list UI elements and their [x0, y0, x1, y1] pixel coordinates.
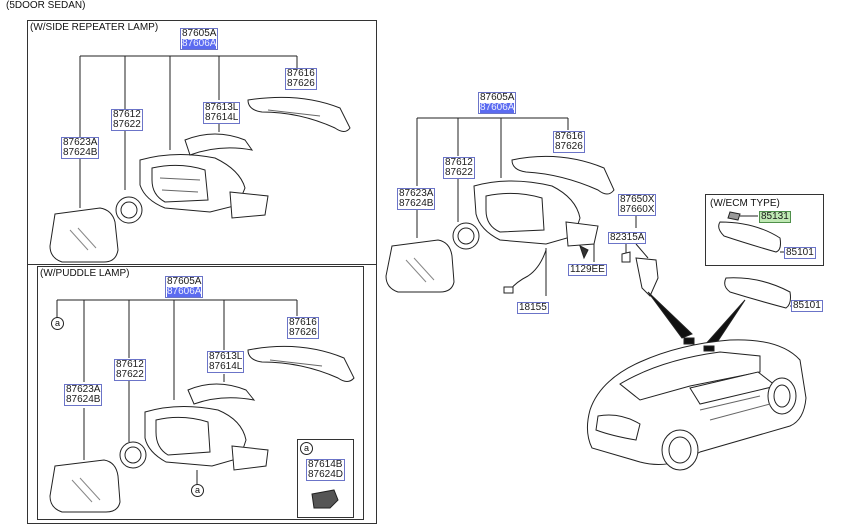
- part-87650x[interactable]: 87650X 87660X: [618, 194, 657, 216]
- part-number: 18155: [519, 302, 547, 313]
- part-87623a-sr[interactable]: 87623A 87624B: [61, 137, 100, 159]
- part-number: 87626: [289, 327, 317, 338]
- ecm-box: [705, 194, 824, 266]
- part-87605a-sr[interactable]: 87605A 87606A: [180, 28, 219, 50]
- part-number: 87605A: [480, 92, 515, 103]
- part-number: 87623A: [63, 137, 98, 148]
- part-number: 87623A: [399, 188, 434, 199]
- part-82315a[interactable]: 82315A: [608, 232, 647, 244]
- part-number: 87612: [445, 157, 473, 168]
- part-number: 1129EE: [570, 264, 605, 275]
- part-number: 87605A: [167, 276, 202, 287]
- part-87616-sr[interactable]: 87616 87626: [285, 68, 317, 90]
- part-number: 87612: [113, 109, 141, 120]
- part-87605a-pl[interactable]: 87605A 87606A: [165, 276, 204, 298]
- part-number: 87622: [445, 167, 473, 178]
- part-number: 87614B: [308, 459, 343, 470]
- side-repeater-title: (W/SIDE REPEATER LAMP): [30, 22, 159, 33]
- part-number: 87624B: [66, 394, 101, 405]
- part-87614b[interactable]: 87614B 87624D: [306, 459, 346, 481]
- part-number: 87622: [116, 369, 144, 380]
- part-number: 87624D: [308, 469, 344, 480]
- part-number-highlighted: 87606A: [167, 286, 202, 297]
- puddle-lamp-box: [37, 266, 364, 520]
- part-number: 85101: [793, 300, 821, 311]
- part-85101-main[interactable]: 85101: [791, 300, 823, 312]
- part-number: 87614L: [205, 112, 239, 123]
- variant-label: (5DOOR SEDAN): [6, 0, 86, 11]
- side-repeater-box: [27, 20, 377, 265]
- part-85101-ecm[interactable]: 85101: [784, 247, 816, 259]
- part-85131[interactable]: 85131: [759, 211, 791, 223]
- part-87616-main[interactable]: 87616 87626: [553, 131, 585, 153]
- part-number: 87650X: [620, 194, 655, 205]
- part-87613l-pl[interactable]: 87613L 87614L: [207, 351, 245, 373]
- part-number: 87622: [113, 119, 141, 130]
- part-number: 87624B: [63, 147, 98, 158]
- part-number: 82315A: [610, 232, 645, 243]
- part-number: 87616: [555, 131, 583, 142]
- part-87612-main[interactable]: 87612 87622: [443, 157, 475, 179]
- part-number-highlighted: 87606A: [480, 102, 515, 113]
- ecm-title: (W/ECM TYPE): [710, 198, 780, 209]
- puddle-lamp-title: (W/PUDDLE LAMP): [40, 268, 130, 279]
- part-87612-sr[interactable]: 87612 87622: [111, 109, 143, 131]
- part-number-highlighted: 87606A: [182, 38, 217, 49]
- page-header: (5DOOR SEDAN): [6, 0, 85, 11]
- part-number: 87626: [555, 141, 583, 152]
- part-number: 87612: [116, 359, 144, 370]
- part-87623a-main[interactable]: 87623A 87624B: [397, 188, 436, 210]
- part-87616-pl[interactable]: 87616 87626: [287, 317, 319, 339]
- part-18155[interactable]: 18155: [517, 302, 549, 314]
- part-87623a-pl[interactable]: 87623A 87624B: [64, 384, 103, 406]
- part-87612-pl[interactable]: 87612 87622: [114, 359, 146, 381]
- part-number: 87616: [289, 317, 317, 328]
- part-number: 87623A: [66, 384, 101, 395]
- part-87605a-main[interactable]: 87605A 87606A: [478, 92, 517, 114]
- part-87613l-sr[interactable]: 87613L 87614L: [203, 102, 241, 124]
- part-number: 87613L: [205, 102, 239, 113]
- part-number: 85131: [761, 211, 789, 222]
- detail-inset-box: [297, 439, 354, 518]
- puddle-lamp-outer: [27, 263, 377, 524]
- part-number: 87624B: [399, 198, 434, 209]
- part-number: 85101: [786, 247, 814, 258]
- ref-marker-a-detail: a: [300, 442, 313, 455]
- ref-marker-a-top[interactable]: a: [51, 317, 64, 330]
- part-1129ee[interactable]: 1129EE: [568, 264, 607, 276]
- part-number: 87614L: [209, 361, 243, 372]
- ref-marker-a-bottom[interactable]: a: [191, 484, 204, 497]
- part-number: 87660X: [620, 204, 655, 215]
- part-number: 87605A: [182, 28, 217, 39]
- part-number: 87626: [287, 78, 315, 89]
- part-number: 87613L: [209, 351, 243, 362]
- part-number: 87616: [287, 68, 315, 79]
